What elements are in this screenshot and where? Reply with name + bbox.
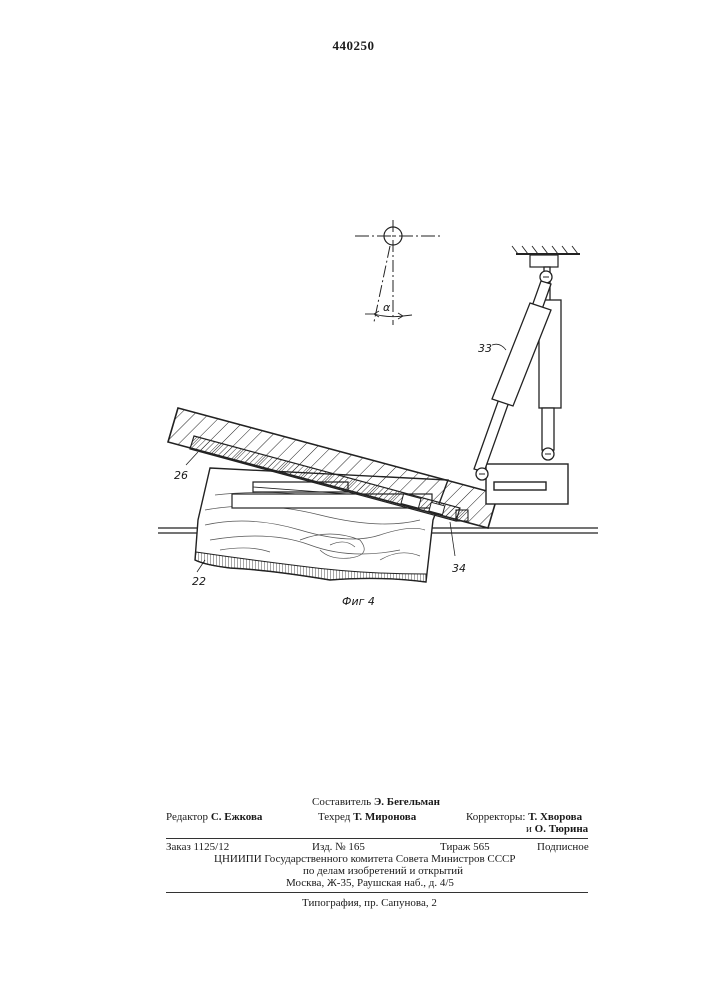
techred-name: Т. Миронова: [353, 811, 416, 823]
printing-house: Типография, пр. Сапунова, 2: [302, 897, 437, 909]
corrector-name-2: О. Тюрина: [535, 823, 589, 835]
correctors-prefix: Корректоры:: [466, 811, 528, 823]
org-line-3: Москва, Ж-35, Раушская наб., д. 4/5: [286, 877, 454, 889]
label-33: 33: [478, 342, 492, 355]
compiler-prefix: Составитель: [312, 796, 374, 808]
editor-line: Редактор С. Ежкова: [166, 811, 262, 823]
base-support: [486, 464, 568, 504]
techred-prefix: Техред: [318, 811, 353, 823]
alpha-label: α: [383, 301, 391, 314]
org-line-2: по делам изобретений и открытий: [303, 865, 463, 877]
label-22: 22: [192, 575, 206, 588]
pivot-angle-indicator: [355, 220, 440, 325]
subscription-note: Подписное: [537, 841, 589, 853]
correctors-line-1: Корректоры: Т. Хворова: [466, 811, 582, 823]
ceiling-mount: [512, 246, 580, 267]
editor-prefix: Редактор: [166, 811, 211, 823]
compiler-name: Э. Бегельман: [374, 796, 440, 808]
label-26: 26: [174, 469, 188, 482]
label-34: 34: [452, 562, 466, 575]
corrector-name-1: Т. Хворова: [528, 811, 582, 823]
correctors-line-2: и О. Тюрина: [526, 823, 588, 835]
compiler-line: Составитель Э. Бегельман: [312, 796, 440, 808]
rule-1: [166, 838, 588, 839]
editor-name: С. Ежкова: [211, 811, 263, 823]
org-line-1: ЦНИИПИ Государственного комитета Совета …: [214, 853, 516, 865]
figure-caption: Фиг 4: [342, 595, 375, 608]
edition-number: Изд. № 165: [312, 841, 365, 853]
techred-line: Техред Т. Миронова: [318, 811, 416, 823]
order-number: Заказ 1125/12: [166, 841, 229, 853]
rule-2: [166, 892, 588, 893]
print-run: Тираж 565: [440, 841, 490, 853]
correctors-and: и: [526, 823, 535, 835]
